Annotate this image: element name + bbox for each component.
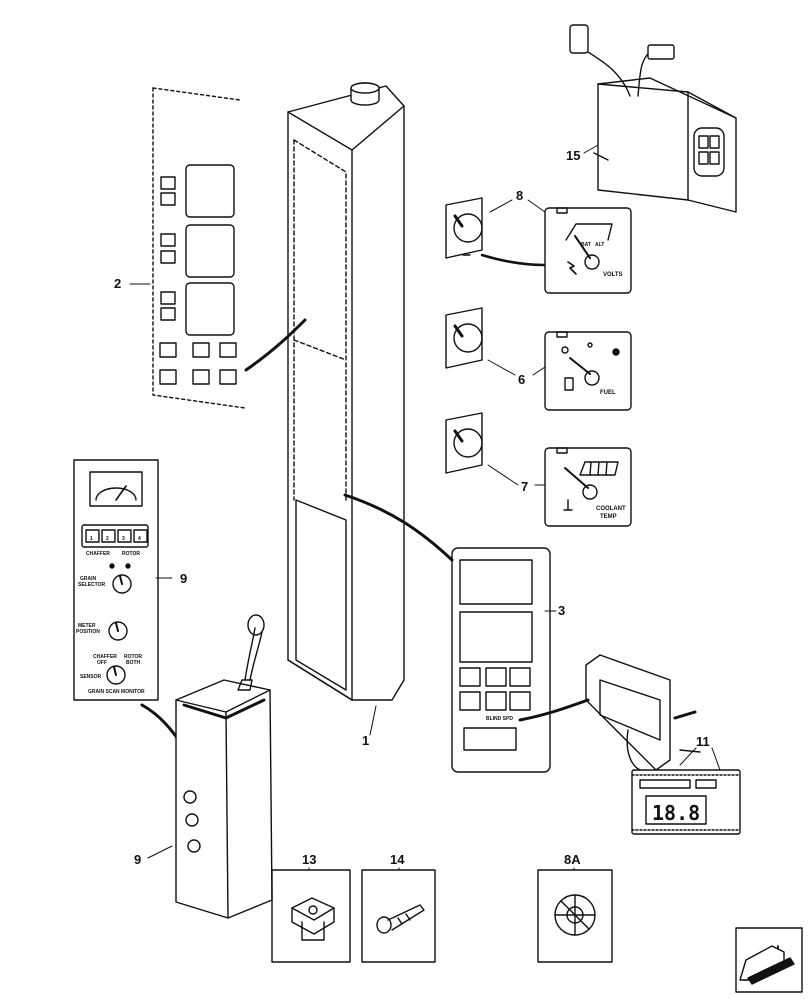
rotor-label: ROTOR xyxy=(122,551,140,557)
item-13-box xyxy=(271,869,351,963)
grain-label: GRAIN xyxy=(80,576,97,582)
monitor-button-2: 2 xyxy=(106,536,109,542)
decal-panel-2 xyxy=(152,87,307,409)
callout-9-monitor: 9 xyxy=(180,571,187,586)
both-label: BOTH xyxy=(126,660,141,666)
monitor-button-3: 3 xyxy=(122,536,125,542)
sensor-box-9 xyxy=(175,614,273,919)
callout-14: 14 xyxy=(390,852,405,867)
display-module-11 xyxy=(518,654,741,835)
arrow-icon[interactable] xyxy=(735,927,803,993)
chaffer-off-label: CHAFFER xyxy=(93,654,117,660)
callout-13: 13 xyxy=(302,852,316,867)
chaffer-label: CHAFFER xyxy=(86,551,110,557)
volts-gauge-8 xyxy=(445,197,632,294)
off-label: OFF xyxy=(97,660,107,666)
callout-9-box: 9 xyxy=(134,852,141,867)
item-8a-box xyxy=(537,869,613,963)
callout-1: 1 xyxy=(362,733,369,748)
coolant-gauge-7 xyxy=(445,412,632,527)
connector-box-15 xyxy=(569,24,737,213)
callout-7: 7 xyxy=(521,479,528,494)
gauge-labels: BAT ALT VOLTS FUEL COOLANT TEMP xyxy=(581,242,626,520)
monitor-button-4: 4 xyxy=(138,536,141,542)
control-panel-3 xyxy=(343,493,551,773)
sensor-label: SENSOR xyxy=(80,674,102,680)
column-1 xyxy=(287,82,405,701)
coolant-label: COOLANT xyxy=(596,506,626,512)
monitor-labels: 1 2 3 4 CHAFFER ROTOR GRAIN SELECTOR MET… xyxy=(76,536,145,695)
selector-label: SELECTOR xyxy=(78,582,106,588)
callout-8a: 8A xyxy=(564,852,581,867)
monitor-title: GRAIN SCAN MONITOR xyxy=(88,689,145,695)
callout-11: 11 xyxy=(696,734,710,749)
callout-labels: 2 3 1 8 6 7 9 9 11 13 14 8A 15 xyxy=(114,148,710,867)
volts-alt-label: ALT xyxy=(595,242,604,248)
grain-monitor-panel-9 xyxy=(73,459,184,747)
position-label: POSITION xyxy=(76,629,100,635)
callout-6: 6 xyxy=(518,372,525,387)
callout-2: 2 xyxy=(114,276,121,291)
fuel-gauge-6 xyxy=(445,307,632,411)
fuel-label: FUEL xyxy=(600,390,616,396)
callout-8: 8 xyxy=(516,188,523,203)
leader-lines xyxy=(129,144,721,871)
callout-3: 3 xyxy=(558,603,565,618)
meter-label: METER xyxy=(78,623,96,629)
volts-label: VOLTS xyxy=(603,272,623,278)
coolant-temp-label: TEMP xyxy=(600,514,617,520)
blind-spd-label: BLIND SPD xyxy=(486,716,513,722)
volts-bat-label: BAT xyxy=(581,242,591,248)
monitor-button-1: 1 xyxy=(90,536,93,542)
callout-15: 15 xyxy=(566,148,580,163)
rotor-both-label: ROTOR xyxy=(124,654,142,660)
item-14-box xyxy=(361,869,436,963)
display-digits: 18.8 xyxy=(652,801,700,825)
